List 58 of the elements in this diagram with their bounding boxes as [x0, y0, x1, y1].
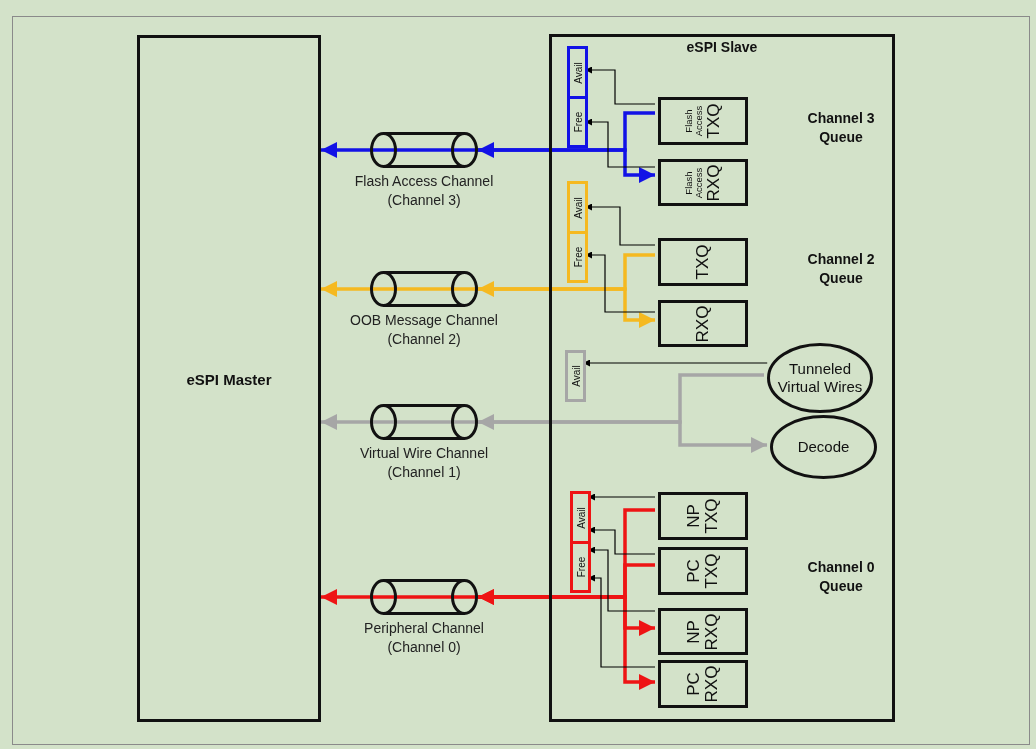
buffer-slot [567, 231, 588, 283]
buffer-slot [567, 181, 588, 234]
queue-box [658, 97, 748, 145]
cylinder-pipe [370, 271, 478, 307]
box-title: eSPI Master [185, 370, 273, 387]
channel-caption: Peripheral Channel (Channel 0) [363, 619, 485, 657]
slot-label: Free [572, 246, 583, 268]
ellipse-label: Decode [797, 438, 850, 456]
buffer-slot [567, 96, 588, 148]
queue-box [658, 547, 748, 595]
channel-caption: Virtual Wire Channel (Channel 1) [358, 444, 490, 482]
cylinder-pipe [370, 404, 478, 440]
queue-label: PC TXQ [685, 552, 721, 591]
buffer-slot [570, 491, 591, 544]
queue-box [658, 159, 748, 206]
queue-box [658, 238, 748, 286]
buffer-slot [565, 350, 586, 402]
queue-label: TXQ [704, 103, 723, 139]
slot-label: Free [572, 111, 583, 133]
arrow [478, 287, 655, 328]
arrow [478, 420, 768, 453]
channel-caption: Flash Access Channel (Channel 3) [353, 172, 495, 210]
queue-label: RXQ [704, 164, 723, 201]
queue-group-label: Channel 3 Queue [806, 109, 876, 147]
slot-label: Avail [570, 365, 581, 387]
arrow [321, 589, 370, 605]
ellipse-node [767, 343, 873, 413]
queue-group-label: Channel 2 Queue [806, 250, 876, 288]
slot-label: Free [575, 556, 586, 578]
queue-label: NP RXQ [685, 612, 721, 652]
arrow [321, 142, 370, 158]
ellipse-node [770, 415, 877, 479]
queue-label: Flash Access [683, 166, 704, 200]
queue-group-label: Channel 0 Queue [806, 558, 876, 596]
queue-label: RXQ [694, 305, 712, 342]
slave-box [549, 34, 895, 722]
arrow [321, 281, 370, 297]
ellipse-label: Tunneled Virtual Wires [776, 360, 864, 396]
buffer-slot [570, 541, 591, 593]
cylinder-pipe [370, 132, 478, 168]
slot-label: Avail [572, 61, 583, 84]
arrow [321, 414, 370, 430]
slot-label: Avail [572, 196, 583, 219]
master-box [137, 35, 321, 722]
queue-box [658, 492, 748, 540]
queue-label: TXQ [694, 244, 712, 280]
queue-box [658, 300, 748, 347]
channel-caption: OOB Message Channel (Channel 2) [349, 311, 499, 349]
queue-box [658, 608, 748, 655]
cylinder-pipe [370, 579, 478, 615]
arrow [478, 148, 655, 183]
queue-label: NP TXQ [685, 497, 721, 536]
slot-label: Avail [575, 506, 586, 529]
box-title: eSPI Slave [685, 39, 759, 55]
buffer-slot [567, 46, 588, 99]
queue-label: PC RXQ [685, 664, 721, 705]
queue-box [658, 660, 748, 708]
queue-label: Flash Access [683, 104, 704, 139]
